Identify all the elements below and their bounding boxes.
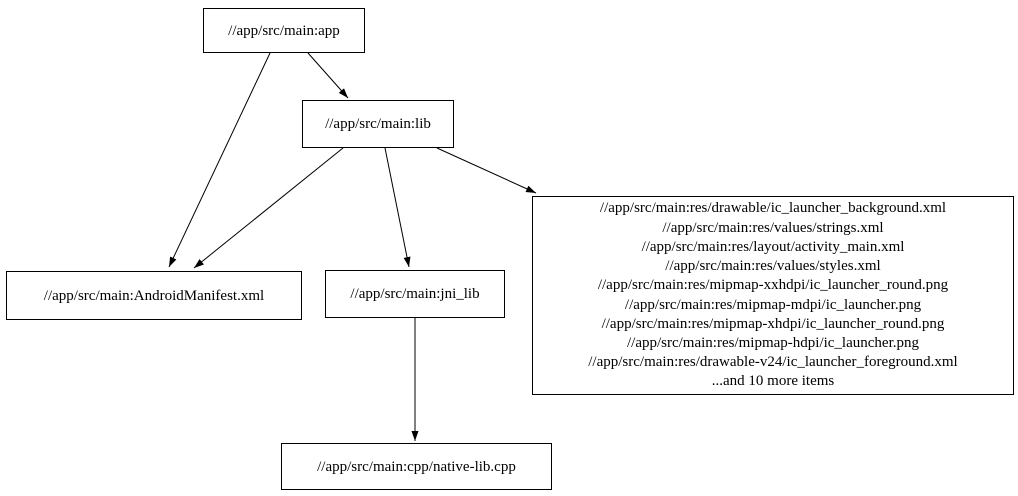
node-app-label: //app/src/main:app (228, 22, 340, 39)
node-native-lib-cpp: //app/src/main:cpp/native-lib.cpp (281, 443, 552, 490)
node-jni-lib: //app/src/main:jni_lib (325, 270, 505, 318)
node-lib-label: //app/src/main:lib (325, 116, 431, 132)
edge-app-lib (307, 52, 349, 99)
resource-line: //app/src/main:res/drawable/ic_launcher_… (599, 200, 947, 217)
resource-line: //app/src/main:res/mipmap-xxhdpi/ic_laun… (597, 277, 949, 294)
resource-line: //app/src/main:res/layout/activity_main.… (641, 238, 905, 255)
node-native-lib-cpp-label: //app/src/main:cpp/native-lib.cpp (317, 458, 516, 475)
node-resources: //app/src/main:res/drawable/ic_launcher_… (532, 196, 1014, 395)
resource-line: //app/src/main:res/mipmap-mdpi/ic_launch… (624, 296, 922, 313)
node-jni-lib-label: //app/src/main:jni_lib (350, 286, 480, 302)
edge-lib-jnilib (384, 147, 411, 268)
resource-line: //app/src/main:res/mipmap-hdpi/ic_launch… (626, 334, 919, 351)
node-android-manifest: //app/src/main:AndroidManifest.xml (6, 271, 302, 320)
node-app: //app/src/main:app (203, 8, 365, 53)
node-lib: //app/src/main:lib (302, 100, 454, 148)
resource-line: //app/src/main:res/values/styles.xml (665, 258, 881, 275)
edge-lib-resources (436, 147, 537, 194)
resource-line: //app/src/main:res/drawable-v24/ic_launc… (588, 354, 958, 371)
resource-line: //app/src/main:res/mipmap-xhdpi/ic_launc… (601, 315, 945, 332)
resource-line-more-items: ...and 10 more items (711, 373, 835, 390)
edge-lib-manifest (193, 147, 344, 269)
node-android-manifest-label: //app/src/main:AndroidManifest.xml (43, 287, 265, 304)
resource-line: //app/src/main:res/values/strings.xml (662, 219, 884, 236)
edge-app-manifest (168, 52, 271, 268)
